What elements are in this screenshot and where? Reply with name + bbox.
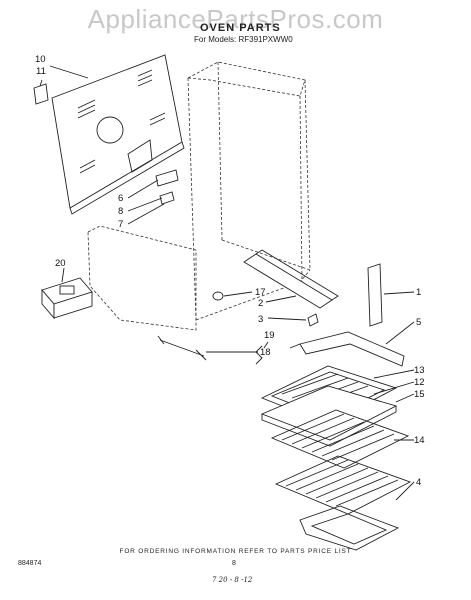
callout-10: 10 xyxy=(35,54,46,65)
bake-element xyxy=(289,331,405,367)
callout-12: 12 xyxy=(414,377,425,388)
ordering-info: FOR ORDERING INFORMATION REFER TO PARTS … xyxy=(119,548,352,555)
hook-part xyxy=(255,345,263,365)
diagram-title: OVEN PARTS xyxy=(200,22,281,34)
rod-part xyxy=(157,335,207,361)
screw-part xyxy=(307,313,319,327)
callout-13: 13 xyxy=(414,365,425,376)
callout-3: 3 xyxy=(258,314,263,325)
side-trim-part xyxy=(367,263,383,327)
callout-15: 15 xyxy=(414,389,425,400)
clip-part xyxy=(159,191,175,205)
broil-element xyxy=(299,505,400,551)
callout-2: 2 xyxy=(258,298,263,309)
page-number: 8 xyxy=(232,560,236,567)
document-code: 884874 xyxy=(18,560,42,567)
callout-5: 5 xyxy=(416,317,421,328)
bottom-plate xyxy=(243,249,339,309)
callout-20: 20 xyxy=(55,258,66,269)
handwritten-note: 7 20 - 8 -12 xyxy=(212,576,253,584)
callout-19: 19 xyxy=(264,330,275,341)
model-line: For Models: RF391PXWW0 xyxy=(194,35,293,44)
back-panel xyxy=(33,54,185,215)
leader-lines xyxy=(39,65,415,501)
callout-18: 18 xyxy=(260,347,271,358)
bracket-part xyxy=(155,169,179,187)
oven-cavity-frame xyxy=(87,61,311,331)
callout-labels: 10 11 6 8 7 20 17 2 3 19 18 1 5 13 12 15… xyxy=(35,54,425,488)
callout-1: 1 xyxy=(416,287,421,298)
callout-17: 17 xyxy=(255,287,266,298)
watermark: AppliancePartsPros.com xyxy=(87,4,384,34)
oven-rack-lower xyxy=(274,455,412,515)
callout-6: 6 xyxy=(118,193,123,204)
oven-rack-upper xyxy=(270,409,410,469)
callout-7: 7 xyxy=(118,219,123,230)
callout-11: 11 xyxy=(36,66,46,77)
callout-4: 4 xyxy=(416,477,421,488)
transformer-block xyxy=(41,277,93,320)
callout-14: 14 xyxy=(414,435,425,446)
grommet-part xyxy=(212,291,224,301)
callout-8: 8 xyxy=(118,206,123,217)
